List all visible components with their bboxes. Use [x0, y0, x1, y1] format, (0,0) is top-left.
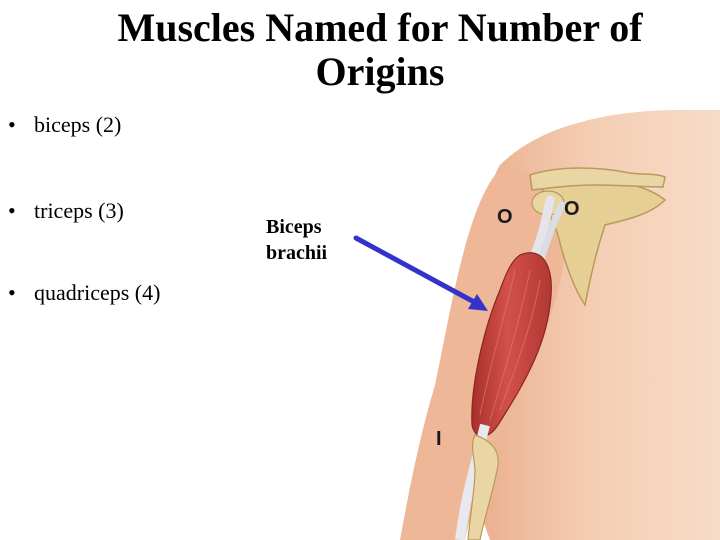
- bullet-text: biceps (2): [34, 112, 122, 137]
- clavicle-bone: [529, 167, 666, 191]
- figure-caption: Biceps brachii: [266, 214, 327, 266]
- bullet-dot: •: [8, 280, 16, 305]
- arm-anatomy-illustration: O O I: [400, 110, 720, 540]
- origin-marker-left: O: [497, 206, 513, 228]
- list-item: • quadriceps (4): [8, 280, 160, 306]
- bullet-text: triceps (3): [34, 198, 124, 223]
- slide-title: Muscles Named for Number of Origins: [117, 5, 643, 94]
- bullet-dot: •: [8, 198, 16, 223]
- bullet-text: quadriceps (4): [34, 280, 161, 305]
- bullet-dot: •: [8, 112, 16, 137]
- radius-bone: [467, 434, 499, 540]
- list-item: • biceps (2): [8, 112, 121, 138]
- caption-line-1: Biceps: [266, 216, 322, 238]
- insertion-marker: I: [436, 428, 442, 450]
- origin-marker-right: O: [564, 198, 580, 220]
- caption-line-2: brachii: [266, 242, 328, 264]
- list-item: • triceps (3): [8, 198, 124, 224]
